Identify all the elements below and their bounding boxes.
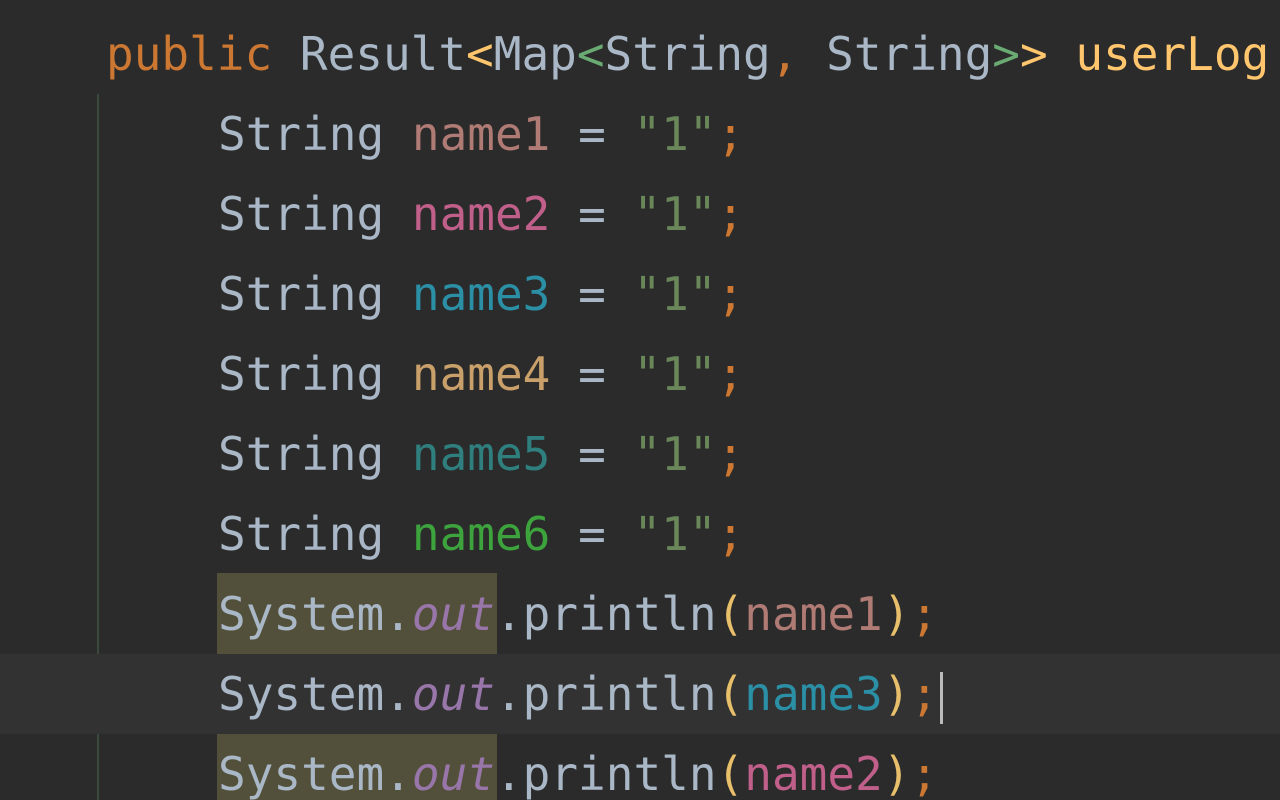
close-paren: ): [882, 587, 911, 641]
type-string: String: [218, 267, 385, 321]
open-paren: (: [716, 587, 745, 641]
string-literal: "1": [633, 107, 717, 161]
indent-guide: [97, 94, 99, 800]
angle-bracket: >: [1020, 27, 1048, 81]
code-line-declaration[interactable]: String name1 = "1";: [0, 94, 1280, 174]
dot: .: [494, 587, 523, 641]
angle-bracket: >: [992, 27, 1020, 81]
semicolon: ;: [716, 347, 745, 401]
method-println: println: [522, 747, 717, 800]
dot: .: [494, 667, 523, 721]
text-caret: [940, 671, 944, 724]
close-paren: ): [882, 667, 911, 721]
argument-variable: name2: [744, 747, 883, 800]
type-string: String: [826, 27, 993, 81]
code-line-declaration[interactable]: String name2 = "1";: [0, 174, 1280, 254]
semicolon: ;: [910, 667, 939, 721]
dot: .: [384, 587, 412, 641]
class-system: System: [218, 587, 385, 641]
string-literal: "1": [633, 427, 717, 481]
operator: =: [578, 507, 606, 561]
variable-name: name4: [411, 347, 551, 401]
comma: ,: [770, 27, 799, 81]
dot: .: [384, 747, 412, 800]
operator: =: [578, 347, 606, 401]
string-literal: "1": [633, 507, 717, 561]
semicolon: ;: [716, 107, 745, 161]
code-line-declaration[interactable]: String name6 = "1";: [0, 494, 1280, 574]
string-literal: "1": [633, 347, 717, 401]
angle-bracket: <: [466, 27, 494, 81]
operator: =: [578, 427, 606, 481]
code-line-declaration[interactable]: String name4 = "1";: [0, 334, 1280, 414]
dot: .: [494, 747, 523, 800]
method-name: userLog: [1075, 27, 1270, 81]
variable-name: name6: [411, 507, 551, 561]
class-system: System: [218, 667, 385, 721]
type-string: String: [604, 27, 771, 81]
type-string: String: [218, 507, 385, 561]
type-string: String: [218, 187, 385, 241]
class-system: System: [218, 747, 385, 800]
code-line-declaration[interactable]: String name5 = "1";: [0, 414, 1280, 494]
operator: =: [578, 267, 606, 321]
type-result: Result: [299, 27, 467, 81]
semicolon: ;: [716, 427, 745, 481]
argument-variable: name1: [744, 587, 883, 641]
type-string: String: [218, 347, 385, 401]
semicolon: ;: [716, 507, 745, 561]
semicolon: ;: [910, 747, 939, 800]
open-paren: (: [716, 667, 745, 721]
variable-name: name1: [411, 107, 551, 161]
static-field-out: out: [411, 667, 495, 721]
type-map: Map: [493, 27, 577, 81]
semicolon: ;: [910, 587, 939, 641]
open-paren: (: [716, 747, 745, 800]
variable-name: name2: [411, 187, 551, 241]
code-line-println[interactable]: System.out.println(name2);: [0, 734, 1280, 800]
method-println: println: [522, 587, 717, 641]
string-literal: "1": [633, 187, 717, 241]
static-field-out: out: [411, 747, 495, 800]
operator: =: [578, 187, 606, 241]
semicolon: ;: [716, 187, 745, 241]
dot: .: [384, 667, 412, 721]
method-println: println: [522, 667, 717, 721]
static-field-out: out: [411, 587, 495, 641]
operator: =: [578, 107, 606, 161]
angle-bracket: <: [576, 27, 605, 81]
variable-name: name3: [411, 267, 551, 321]
keyword-public: public: [106, 27, 273, 81]
code-line-println[interactable]: System.out.println(name1);: [0, 574, 1280, 654]
variable-name: name5: [411, 427, 551, 481]
semicolon: ;: [716, 267, 745, 321]
code-line-declaration[interactable]: String name3 = "1";: [0, 254, 1280, 334]
close-paren: ): [882, 747, 911, 800]
argument-variable: name3: [744, 667, 883, 721]
string-literal: "1": [633, 267, 717, 321]
code-line-println-current[interactable]: System.out.println(name3);: [0, 654, 1280, 734]
type-string: String: [218, 107, 385, 161]
type-string: String: [218, 427, 385, 481]
code-line-signature[interactable]: public Result<Map<String, String>> userL…: [0, 14, 1280, 94]
